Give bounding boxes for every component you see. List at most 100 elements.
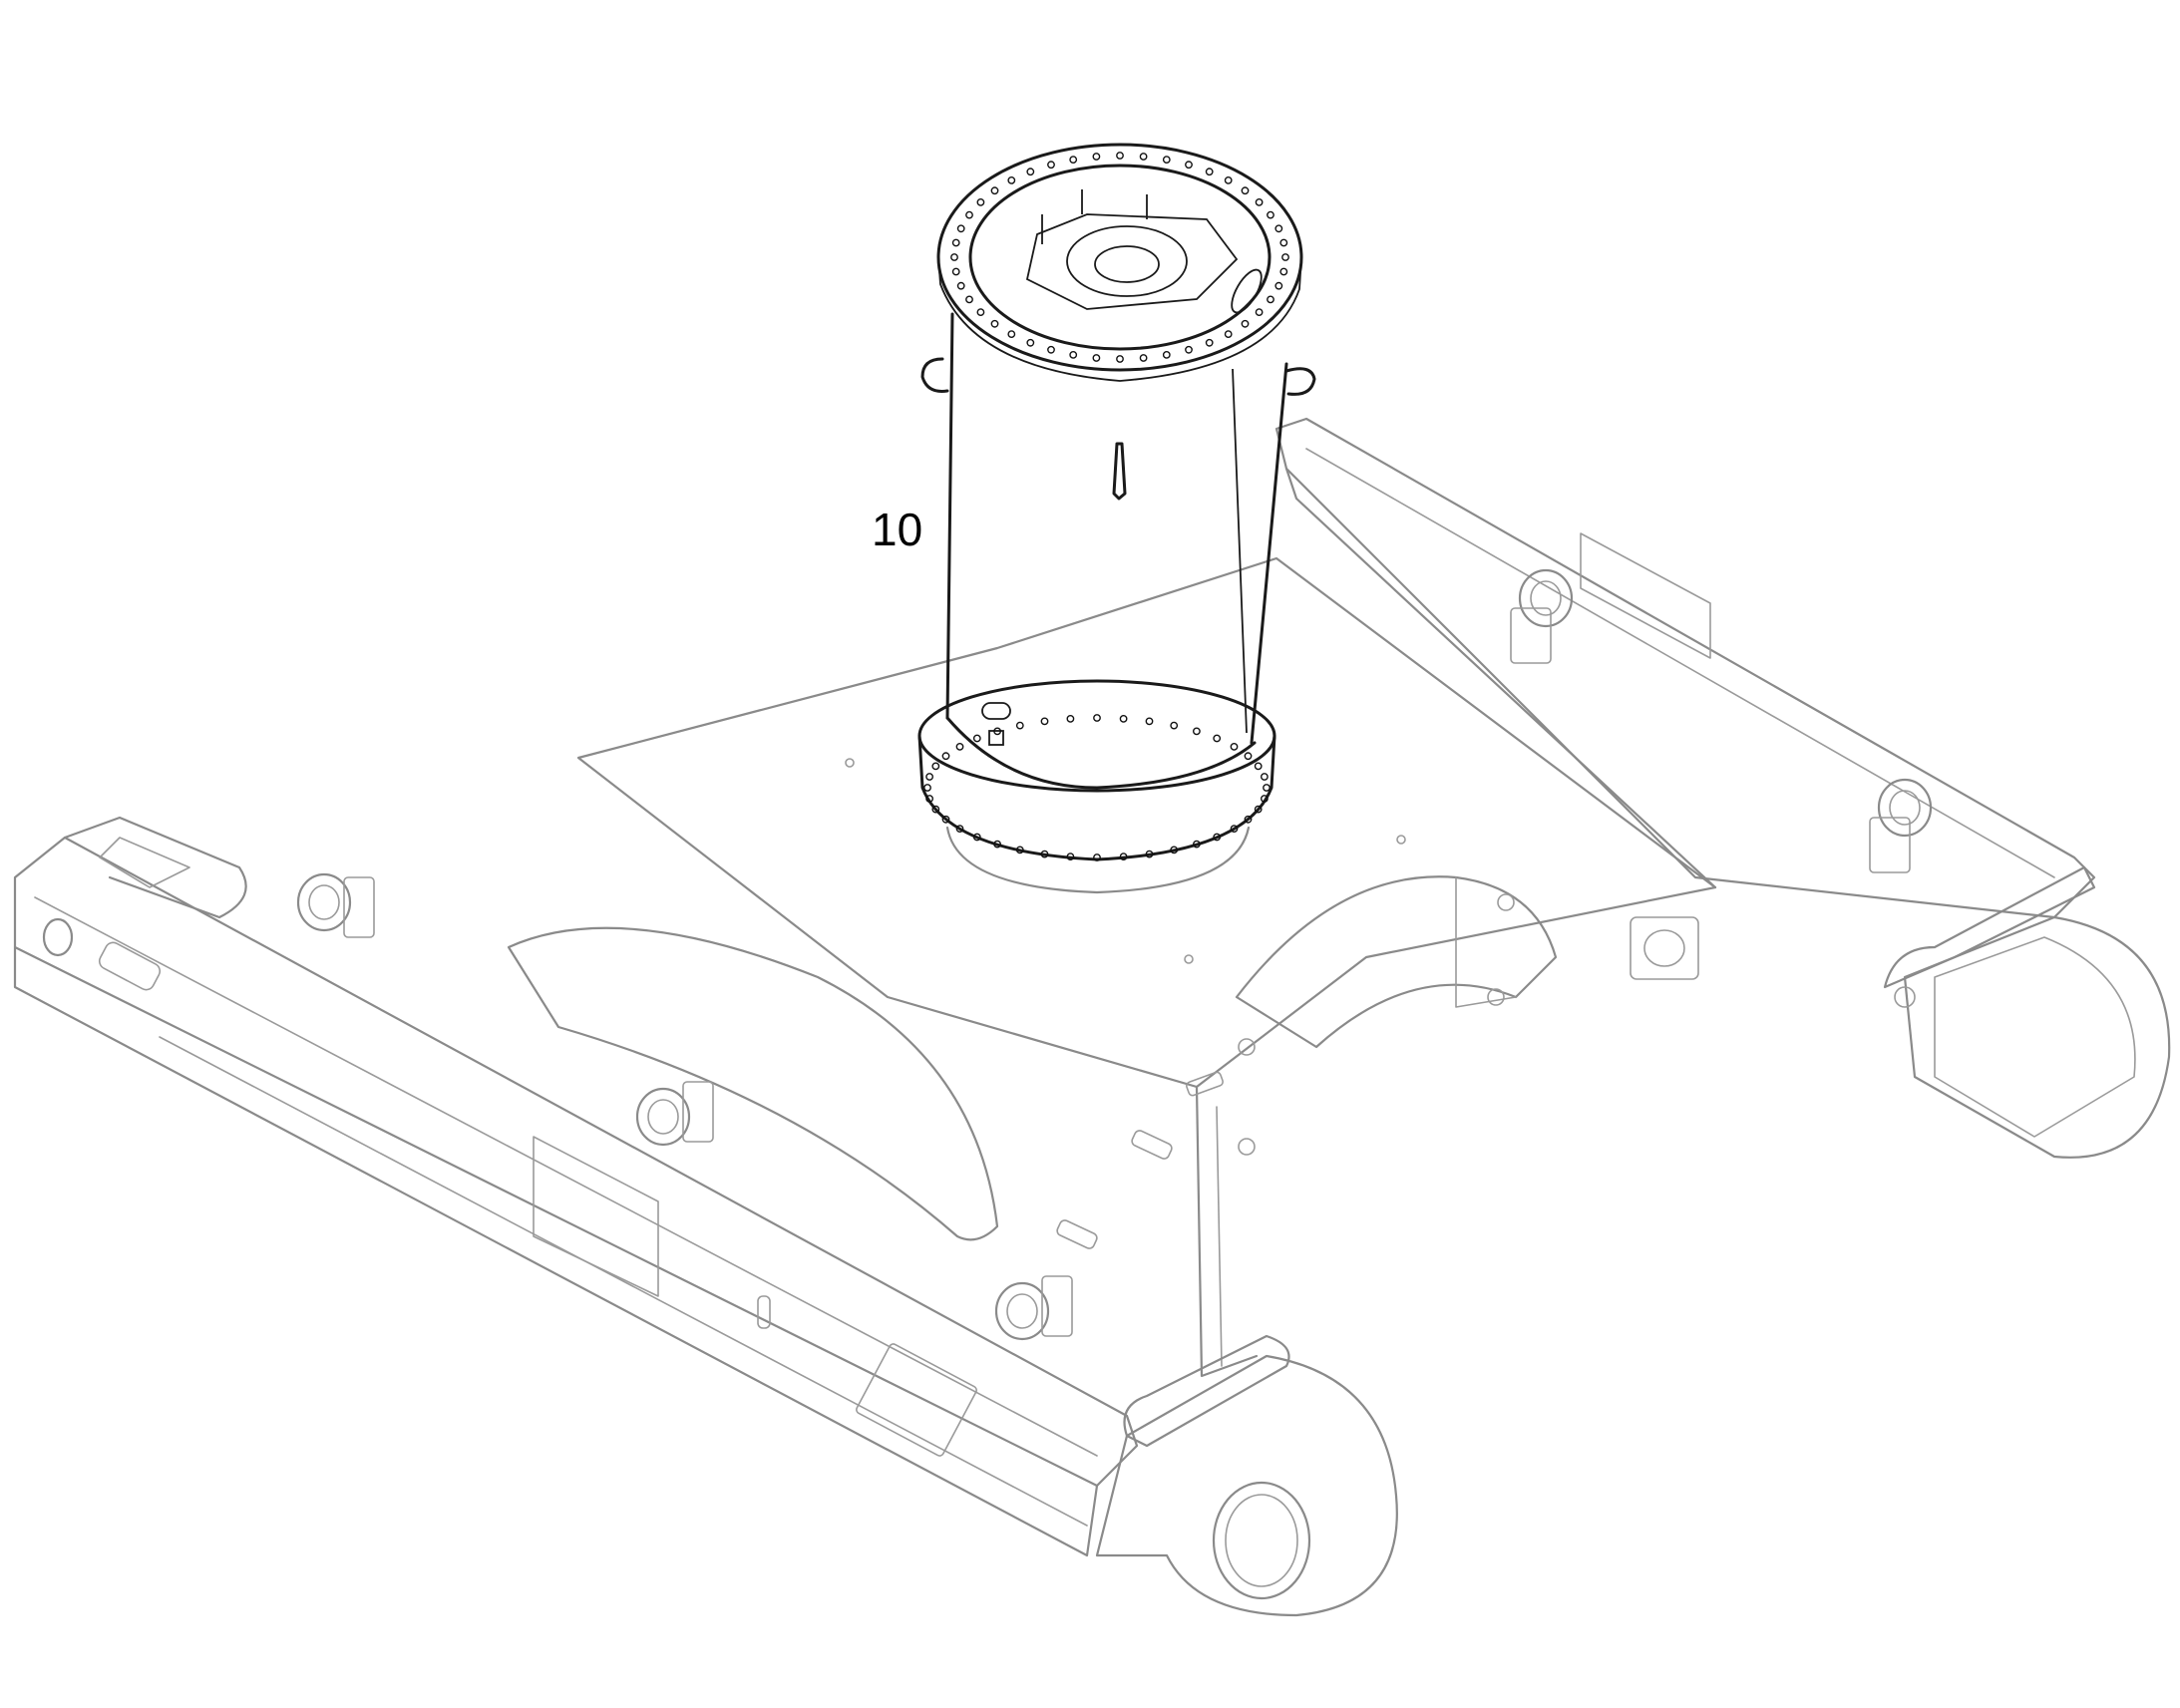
inner-latch: [1231, 268, 1263, 314]
flange-bolt-hole: [1116, 355, 1124, 363]
flange-bolt-hole: [1213, 734, 1222, 743]
flange-bolt-hole: [1040, 850, 1049, 858]
front-sprocket-bore-inner: [1225, 1494, 1298, 1587]
flange-bolt-hole: [1170, 721, 1179, 730]
flange-bolt-hole: [1274, 224, 1283, 233]
right-mount-hole-4: [1238, 1138, 1256, 1156]
flange-bolt-hole: [1093, 854, 1101, 861]
flange-bolt-hole: [1261, 773, 1269, 781]
flange-bolt-hole: [1093, 714, 1101, 722]
flange-bolt-hole: [972, 833, 981, 842]
right-track-frame-side: [1284, 467, 1717, 889]
flange-bolt-hole: [965, 295, 973, 304]
flange-bolt-hole: [1281, 253, 1289, 261]
right-lifting-lug: [1284, 367, 1316, 396]
left-carrier-roller-1: [296, 872, 375, 938]
flange-bolt-hole: [941, 752, 950, 761]
right-track-frame-rail: [1305, 448, 2055, 878]
flange-bolt-hole: [972, 734, 981, 743]
flange-bolt-hole: [965, 210, 973, 219]
flange-bolt-hole: [1116, 152, 1124, 160]
part-10-slewing-column: [917, 143, 1316, 894]
flange-bolt-hole: [1162, 350, 1171, 359]
flange-bolt-hole: [1241, 186, 1250, 195]
top-flange-side: [937, 256, 1302, 382]
flange-bolt-hole: [1040, 717, 1049, 726]
flange-bolt-hole: [1007, 330, 1016, 338]
flange-bolt-hole: [1267, 295, 1274, 304]
left-track-frame-rail: [34, 896, 1098, 1457]
flange-bolt-hole: [950, 253, 958, 261]
right-mount-hole-3: [1238, 1038, 1256, 1056]
flange-bolt-hole: [1230, 743, 1239, 751]
inner-bearing-core: [1094, 245, 1160, 283]
left-plate: [98, 941, 162, 991]
flange-bolt-hole: [1026, 168, 1035, 176]
flange-bolt-hole: [976, 197, 985, 206]
flange-bolt-hole: [955, 743, 964, 751]
flange-bolt-hole: [993, 840, 1001, 849]
flange-bolt-hole: [1255, 197, 1264, 206]
flange-bolt-hole: [976, 308, 985, 316]
flange-bolt-hole: [1254, 805, 1263, 814]
flange-bolt-hole: [990, 319, 999, 328]
flange-bolt-hole: [923, 784, 931, 792]
right-carrier-roller-1: [1510, 568, 1574, 664]
inner-mount-plate: [1025, 213, 1239, 310]
right-sprocket-plate: [1934, 936, 2136, 1138]
left-carrier-roller-2: [635, 1081, 714, 1147]
right-track-guard: [1580, 532, 1711, 659]
flange-bolt-hole: [1261, 795, 1269, 803]
flange-bolt-hole: [956, 281, 965, 290]
left-track-frame-lower-rail: [159, 1036, 1088, 1527]
column-port-2: [988, 730, 1004, 746]
flange-bolt-hole: [1066, 715, 1075, 723]
column-port-1: [981, 702, 1011, 720]
top-flange-inner: [968, 164, 1272, 351]
flange-bolt-hole: [1267, 210, 1274, 219]
flange-bolt-hole: [1162, 156, 1171, 165]
column-slot: [1112, 442, 1127, 501]
column-body: [945, 312, 1288, 745]
left-access-cover: [856, 1343, 977, 1457]
flange-bolt-hole: [1007, 175, 1016, 184]
left-track-frame-side: [13, 945, 1099, 1557]
left-idler-hole: [42, 917, 74, 957]
base-flange-side: [917, 734, 1276, 861]
frame-slot-4: [757, 1295, 771, 1329]
flange-bolt-hole: [1047, 161, 1055, 170]
flange-bolt-hole: [1255, 308, 1264, 316]
flange-bolt-hole: [1205, 338, 1214, 347]
sprocket-pin-hole: [1894, 986, 1916, 1008]
right-access-cover-ring: [1643, 929, 1685, 967]
flange-bolt-hole: [993, 727, 1001, 736]
flange-bolt-hole: [1230, 825, 1239, 833]
platform-cutout-left: [507, 926, 999, 1241]
front-sprocket-bore: [1212, 1481, 1311, 1600]
flange-bolt-hole: [1244, 815, 1253, 824]
left-idler-slot: [99, 837, 190, 888]
flange-bolt-hole: [931, 762, 940, 771]
base-flange-top: [917, 679, 1276, 793]
flange-bolt-hole: [1193, 727, 1201, 736]
part-number-callout: 10: [872, 504, 923, 555]
flange-bolt-hole: [1185, 161, 1193, 170]
left-idler-end: [63, 816, 247, 919]
flange-bolt-hole: [1244, 752, 1253, 761]
column-seam: [1232, 368, 1248, 734]
flange-bolt-hole: [1139, 153, 1148, 161]
base-flange-bolt-holes: [923, 714, 1271, 861]
platform-connector: [1455, 876, 1517, 1008]
center-platform: [576, 556, 1717, 1089]
flange-bolt-hole: [1279, 267, 1288, 276]
right-mount-hole-2: [1487, 988, 1505, 1006]
front-sprocket-lug: [1123, 1334, 1290, 1448]
right-mount-hole-1: [1497, 893, 1515, 911]
flange-bolt-hole: [1145, 850, 1154, 858]
right-access-cover: [1630, 916, 1699, 980]
right-sprocket-lug: [1883, 865, 2096, 989]
flange-bolt-hole: [951, 238, 960, 247]
flange-bolt-hole: [1263, 784, 1271, 792]
